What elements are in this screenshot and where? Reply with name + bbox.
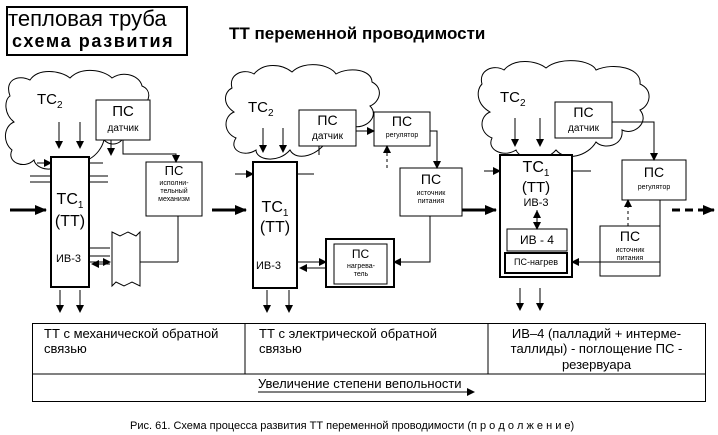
stage2-regulator-ps: ПС [391, 113, 413, 129]
stage3-sensor-ps: ПС [573, 104, 594, 120]
stage2-sensor-label: датчик [312, 131, 343, 142]
stage3-sensor-box [554, 101, 613, 139]
stage1-actuator-ps: ПС [164, 163, 184, 178]
stage1-sensor-ps: ПС [112, 103, 134, 120]
stage3-heater-label: ПС-нагрев [513, 257, 558, 267]
stage2-power-ps: ПС [420, 171, 442, 187]
stage2-tc2-label: ТС2 [248, 99, 274, 119]
stage3-heater-box [504, 252, 568, 274]
stage2-sensor-box [298, 109, 357, 147]
stage3-sensor-label: датчик [568, 123, 599, 134]
stage3-regulator-label: регулятор [637, 184, 671, 191]
stage2-power-box [399, 167, 463, 217]
stage3-power-ps: ПС [619, 228, 641, 244]
stage2-power-label: источник питания [416, 190, 446, 206]
stage3-cloud [477, 60, 650, 160]
stage3-tc1-label: ТС1 [522, 159, 550, 180]
table-col-electrical: ТТ с электрической обратной связью [259, 326, 437, 357]
stage1-bellows [111, 230, 141, 288]
stage3-iv4-label: ИВ - 4 [520, 233, 554, 247]
title-line-2: схема развития [12, 31, 175, 51]
stage3-power-label: источник питания [615, 247, 645, 263]
stage1-tt-label: (ТТ) [54, 213, 86, 230]
title-line-1: тепловая труба [8, 6, 167, 31]
stage2-tc1-box [252, 161, 298, 289]
stage2-regulator-label: регулятор [385, 132, 419, 139]
stage2-heater-ps: ПС [351, 247, 370, 261]
stage1-actuator-label: исполни-тельный механизм [158, 180, 190, 204]
stage2-tc1-label: ТС1 [261, 199, 289, 220]
stage2-iv3-label: ИВ-3 [256, 260, 282, 272]
stage3-iv3-label: ИВ-3 [523, 197, 549, 209]
table-col-mechanical: ТТ с механической обратной связью [44, 326, 219, 357]
stage2-sensor-ps: ПС [317, 112, 338, 128]
main-title: ТТ переменной проводимости [229, 24, 486, 43]
stage1-tc1-label: ТС1 [56, 191, 84, 212]
table-col-iv4: ИВ–4 (палладий + интерме-таллиды) - погл… [510, 326, 683, 372]
figure-caption: Рис. 61. Схема процесса развития ТТ пере… [130, 420, 575, 432]
stage3-regulator-ps: ПС [643, 164, 665, 180]
stage2-tt-label: (ТТ) [259, 219, 291, 236]
stage1-tc1-box [50, 156, 90, 288]
stage3-tc2-label: ТС2 [500, 89, 526, 109]
stage2-heater-label: нагрева-тель [347, 263, 375, 279]
stage1-sensor-label: датчик [107, 123, 139, 134]
table-footer: Увеличение степени вепольности [258, 376, 462, 391]
stage3-tt-label: (ТТ) [521, 179, 551, 196]
stage1-iv3-label: ИВ-3 [56, 253, 82, 265]
summary-table [32, 323, 706, 402]
stage1-tc2-label: ТС2 [37, 91, 63, 111]
title-box [6, 6, 188, 56]
